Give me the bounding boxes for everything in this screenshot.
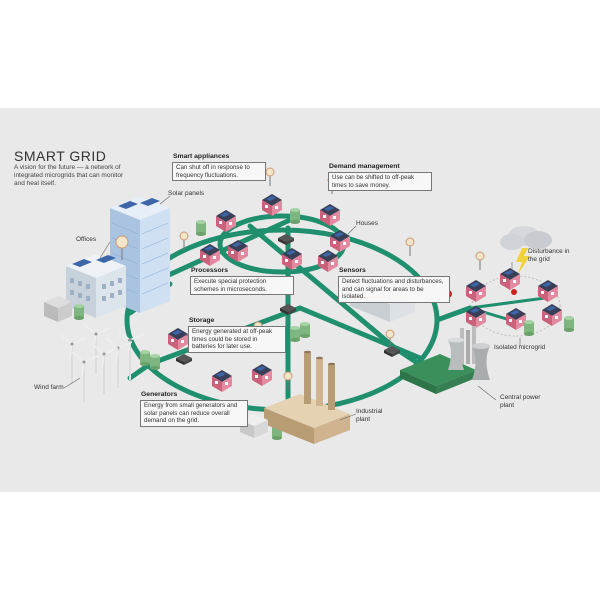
callout-processors: Processors Execute special protection sc… [190,267,294,295]
callout-storage: Storage Energy generated at off-peak tim… [188,317,286,353]
callout-text: Execute special protection schemes in mi… [194,278,267,293]
callout-heading: Smart appliances [173,153,230,160]
label-central-power-plant: Central power plant [500,394,541,409]
label-industrial-plant: Industrial plant [356,408,383,423]
label-offices: Offices [76,236,97,243]
label-disturbance: Disturbance in the grid [528,248,570,263]
callout-text: Can shut off in response to frequency fl… [176,164,250,179]
callout-heading: Processors [191,267,229,274]
label-houses: Houses [356,220,379,227]
callout-heading: Sensors [339,267,366,274]
label-wind-farm: Wind farm [34,384,64,391]
label-isolated-microgrid: Isolated microgrid [494,344,546,351]
callout-demand-management: Demand management Use can be shifted to … [328,163,432,191]
callout-text: Energy from small generators and solar p… [144,402,238,424]
callout-heading: Demand management [329,163,400,170]
label-solar-panels: Solar panels [168,190,205,197]
smart-grid-infographic: SMART GRID A vision for the future — a n… [0,108,600,492]
callout-heading: Generators [141,391,178,398]
page-title: SMART GRID [14,148,107,164]
callout-generators: Generators Energy from small generators … [140,391,248,427]
callout-text: Energy generated at off-peak times could… [192,328,273,350]
callout-smart-appliances: Smart appliances Can shut off in respons… [172,153,266,181]
callout-sensors: Sensors Detect fluctuations and disturba… [338,267,450,303]
page-subtitle: A vision for the future — a network of i… [14,164,124,187]
callout-text: Use can be shifted to off-peak times to … [332,174,415,189]
callout-heading: Storage [189,317,215,324]
callout-text: Detect fluctuations and disturbances, an… [342,278,444,300]
